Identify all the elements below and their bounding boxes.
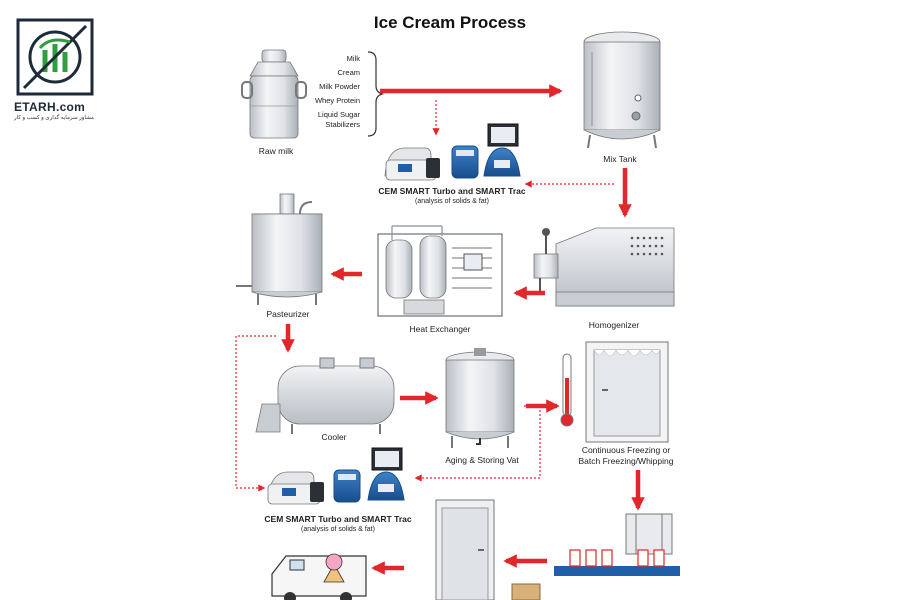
heat-exchanger xyxy=(377,225,503,317)
analyzer-top-title: CEM SMART Turbo and SMART Trac xyxy=(378,186,526,196)
label-heat-exchanger: Heat Exchanger xyxy=(409,324,471,334)
thermometer-icon xyxy=(560,353,574,427)
ingredient-milk: Milk xyxy=(346,54,360,63)
label-raw-milk: Raw milk xyxy=(258,146,294,156)
aging-vat xyxy=(445,348,515,448)
label-homogenizer: Homogenizer xyxy=(588,320,640,330)
cold-storage xyxy=(435,499,495,600)
label-aging-vat: Aging & Storing Vat xyxy=(445,455,519,465)
analyzer-top-subtitle: (analysis of solids & fat) xyxy=(415,198,489,205)
raw-milk-can xyxy=(241,49,307,139)
label-freezing-line2: Batch Freezing/Whipping xyxy=(578,456,674,466)
ice-cream-truck xyxy=(271,553,367,600)
analyzer-top xyxy=(384,123,521,181)
brand-tagline: مشاور سرمایه گذاری و کسب و کار xyxy=(14,115,94,121)
ingredient-brace xyxy=(367,51,384,137)
flow-arrows xyxy=(281,84,645,575)
analyzer-bottom xyxy=(267,447,405,505)
mix-tank xyxy=(583,31,661,149)
ingredient-whey-protein: Whey Protein xyxy=(314,96,360,105)
diagram-title: Ice Cream Process xyxy=(373,13,527,32)
cooler xyxy=(255,357,395,434)
label-freezing-line1: Continuous Freezing or xyxy=(581,445,671,455)
label-cooler: Cooler xyxy=(321,432,347,442)
freezer xyxy=(585,341,669,443)
sampling-lines xyxy=(235,100,614,492)
etarh-logo xyxy=(16,18,94,96)
label-pasteurizer: Pasteurizer xyxy=(266,309,310,319)
filling-line xyxy=(511,513,680,600)
pasteurizer xyxy=(236,193,323,305)
ingredient-cream: Cream xyxy=(337,68,360,77)
analyzer-bottom-title: CEM SMART Turbo and SMART Trac xyxy=(264,514,412,524)
homogenizer xyxy=(533,227,675,307)
ingredient-milk-powder: Milk Powder xyxy=(319,82,360,91)
ingredient-liquid-sugar: Liquid Sugar xyxy=(317,110,360,119)
ingredient-stabilizers: Stabilizers xyxy=(325,120,360,129)
brand-name: ETARH.com xyxy=(14,100,86,114)
label-mix-tank: Mix Tank xyxy=(603,154,637,164)
analyzer-bottom-subtitle: (analysis of solids & fat) xyxy=(301,526,375,533)
